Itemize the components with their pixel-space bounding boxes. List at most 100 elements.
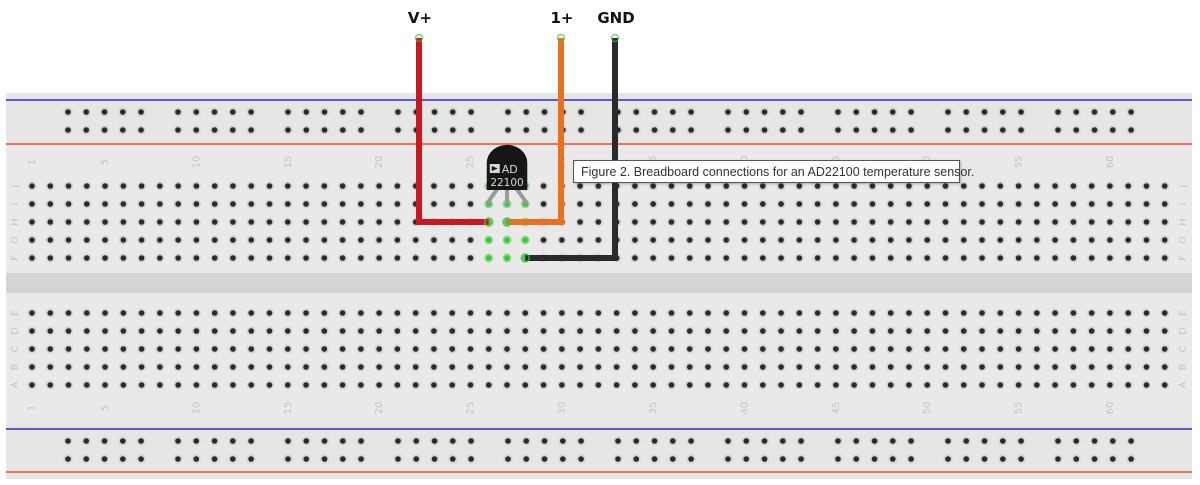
terminal-hole <box>979 364 985 370</box>
rail-hole <box>468 127 474 133</box>
terminal-hole <box>84 237 90 243</box>
terminal-hole <box>668 183 675 189</box>
terminal-hole <box>467 310 474 316</box>
row-label: E <box>10 310 21 316</box>
terminal-hole <box>138 310 145 316</box>
terminal-hole <box>1143 219 1150 225</box>
terminal-hole <box>577 382 583 388</box>
terminal-hole <box>997 364 1004 370</box>
terminal-hole <box>485 364 492 370</box>
sensor-part-number: 22100 <box>490 177 523 189</box>
rail-hole <box>303 438 310 444</box>
terminal-hole <box>1107 183 1113 189</box>
terminal-hole <box>412 328 419 334</box>
rail-hole <box>321 438 328 444</box>
terminal-hole <box>358 255 364 261</box>
terminal-hole <box>29 237 35 243</box>
terminal-hole <box>650 201 656 207</box>
rail-hole <box>1055 109 1061 115</box>
terminal-hole <box>175 346 181 352</box>
rail-hole <box>340 456 346 462</box>
terminal-hole <box>211 255 218 261</box>
rail-hole <box>615 456 621 462</box>
terminal-hole <box>65 310 72 316</box>
rail-hole <box>871 438 878 444</box>
terminal-hole <box>741 201 748 207</box>
terminal-hole <box>1107 364 1113 370</box>
terminal-hole <box>778 255 784 261</box>
terminal-hole <box>412 364 419 370</box>
terminal-hole <box>47 255 54 261</box>
column-label: 20 <box>374 402 385 415</box>
rail-hole <box>835 456 841 462</box>
terminal-hole <box>760 201 766 207</box>
terminal-hole <box>431 310 437 316</box>
terminal-hole <box>376 255 382 261</box>
terminal-hole <box>266 183 273 189</box>
terminal-hole <box>29 346 35 352</box>
terminal-hole <box>376 310 382 316</box>
rail-hole <box>505 456 511 462</box>
rail-hole <box>761 109 768 115</box>
terminal-hole <box>321 255 328 261</box>
terminal-hole <box>851 328 857 334</box>
terminal-hole <box>175 382 181 388</box>
terminal-hole <box>47 201 54 207</box>
terminal-hole <box>248 364 255 370</box>
terminal-hole <box>485 255 492 261</box>
rail-hole <box>560 438 566 444</box>
column-label: 20 <box>374 156 385 169</box>
rail-hole <box>358 109 364 115</box>
rail-hole <box>230 438 236 444</box>
rail-hole <box>340 127 346 133</box>
rail-hole <box>780 456 786 462</box>
terminal-hole <box>120 255 127 261</box>
terminal-hole <box>102 201 108 207</box>
terminal-hole <box>997 310 1004 316</box>
terminal-hole <box>394 382 401 388</box>
terminal-hole <box>997 201 1004 207</box>
rail-hole <box>193 109 200 115</box>
column-label: 10 <box>191 156 202 169</box>
terminal-hole <box>266 346 273 352</box>
column-label: 25 <box>465 156 476 169</box>
terminal-hole <box>705 364 711 370</box>
terminal-hole <box>705 310 711 316</box>
terminal-hole <box>979 328 985 334</box>
terminal-hole <box>924 346 931 352</box>
terminal-hole <box>577 219 583 225</box>
terminal-hole <box>303 237 309 243</box>
rail-hole <box>138 456 144 462</box>
terminal-hole <box>650 328 656 334</box>
row-label: E <box>1178 310 1189 316</box>
terminal-hole <box>1161 219 1168 225</box>
terminal-hole <box>431 364 437 370</box>
rail-hole <box>83 438 90 444</box>
terminal-hole <box>431 255 437 261</box>
rail-hole <box>303 109 310 115</box>
terminal-hole <box>1070 364 1077 370</box>
terminal-hole <box>29 201 35 207</box>
terminal-hole <box>284 201 291 207</box>
rail-hole <box>541 127 548 133</box>
rail-hole <box>908 127 914 133</box>
terminal-hole <box>193 364 200 370</box>
terminal-hole <box>102 310 108 316</box>
terminal-hole <box>284 183 291 189</box>
terminal-hole <box>449 237 456 243</box>
terminal-hole <box>814 346 821 352</box>
terminal-hole <box>632 237 638 243</box>
terminal-hole <box>869 346 876 352</box>
terminal-hole <box>138 382 145 388</box>
terminal-hole <box>1107 382 1113 388</box>
terminal-hole <box>1161 346 1168 352</box>
terminal-hole <box>942 219 949 225</box>
column-label: 55 <box>1014 156 1025 169</box>
terminal-hole <box>979 346 985 352</box>
rail-hole <box>1128 109 1134 115</box>
rail-hole <box>395 127 401 133</box>
terminal-hole <box>102 255 108 261</box>
terminal-hole <box>120 201 127 207</box>
terminal-hole <box>796 237 803 243</box>
